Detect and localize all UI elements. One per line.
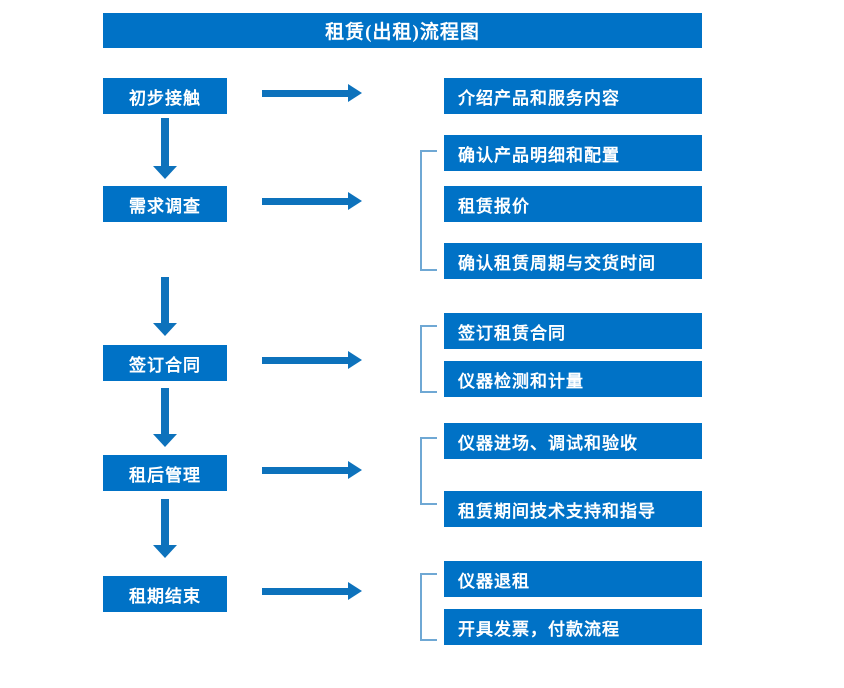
detail-node-5-2[interactable]: 开具发票，付款流程 — [444, 609, 702, 645]
flow-arrow-right-1 — [262, 90, 350, 97]
flow-arrow-down-1 — [161, 118, 169, 168]
flow-arrow-right-3 — [262, 357, 350, 364]
detail-node-2-3[interactable]: 确认租赁周期与交货时间 — [444, 243, 702, 279]
stage-node-5[interactable]: 租期结束 — [103, 576, 227, 612]
group-bracket-4 — [420, 437, 437, 505]
flow-arrow-down-head-3 — [153, 434, 177, 447]
detail-node-3-2[interactable]: 仪器检测和计量 — [444, 361, 702, 397]
group-bracket-2 — [420, 150, 437, 271]
flow-arrow-down-2 — [161, 277, 169, 325]
flow-arrow-down-4 — [161, 499, 169, 547]
flow-arrow-right-head-4 — [348, 461, 362, 479]
stage-node-1[interactable]: 初步接触 — [103, 78, 227, 114]
stage-node-4[interactable]: 租后管理 — [103, 455, 227, 491]
flow-arrow-right-head-3 — [348, 351, 362, 369]
flow-arrow-right-head-1 — [348, 84, 362, 102]
detail-node-2-2[interactable]: 租赁报价 — [444, 186, 702, 222]
detail-node-4-2[interactable]: 租赁期间技术支持和指导 — [444, 491, 702, 527]
flow-arrow-down-head-4 — [153, 545, 177, 558]
group-bracket-5 — [420, 573, 437, 641]
stage-node-2[interactable]: 需求调查 — [103, 186, 227, 222]
stage-node-3[interactable]: 签订合同 — [103, 345, 227, 381]
group-bracket-3 — [420, 325, 437, 393]
flow-arrow-right-head-2 — [348, 192, 362, 210]
detail-node-3-1[interactable]: 签订租赁合同 — [444, 313, 702, 349]
flow-arrow-down-head-1 — [153, 166, 177, 179]
flow-arrow-right-head-5 — [348, 582, 362, 600]
flow-arrow-right-2 — [262, 198, 350, 205]
flow-arrow-right-5 — [262, 588, 350, 595]
detail-node-5-1[interactable]: 仪器退租 — [444, 561, 702, 597]
detail-node-2-1[interactable]: 确认产品明细和配置 — [444, 135, 702, 171]
flow-arrow-down-head-2 — [153, 323, 177, 336]
flow-arrow-down-3 — [161, 388, 169, 436]
detail-node-1-1[interactable]: 介绍产品和服务内容 — [444, 78, 702, 114]
flow-arrow-right-4 — [262, 467, 350, 474]
detail-node-4-1[interactable]: 仪器进场、调试和验收 — [444, 423, 702, 459]
diagram-title: 租赁(出租)流程图 — [103, 13, 702, 48]
